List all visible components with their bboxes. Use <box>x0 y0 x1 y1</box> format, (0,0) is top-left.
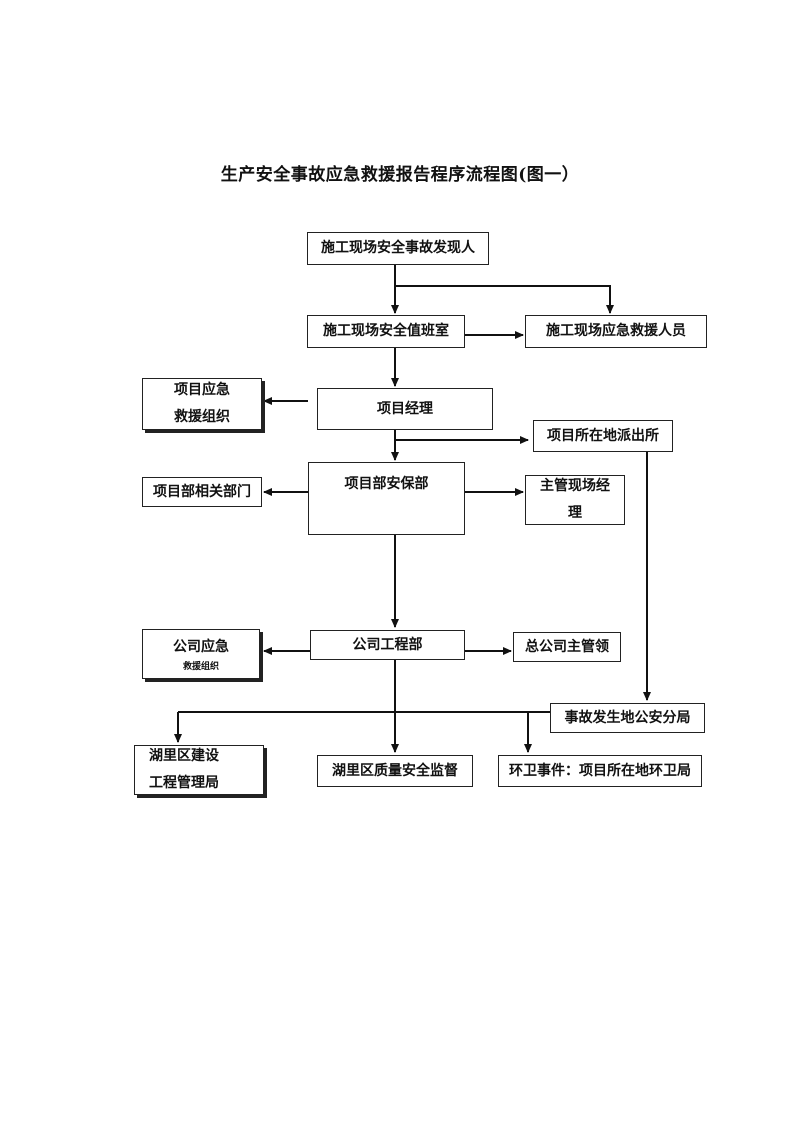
node-discoverer-label: 施工现场安全事故发现人 <box>321 240 475 257</box>
node-company-leader-label: 总公司主管领 <box>525 638 609 655</box>
node-police-station-label: 项目所在地派出所 <box>547 427 659 444</box>
node-police-station: 项目所在地派出所 <box>533 420 673 452</box>
node-company-rescue-org-line2: 救援组织 <box>182 662 219 673</box>
node-discoverer: 施工现场安全事故发现人 <box>307 232 489 265</box>
node-related-depts: 项目部相关部门 <box>142 477 262 507</box>
node-construction-bureau: 湖里区建设 工程管理局 <box>134 745 264 795</box>
chart-title: 生产安全事故应急救援报告程序流程图(图一） <box>220 165 580 185</box>
node-project-rescue-org-line2: 救援组织 <box>174 409 230 425</box>
node-engineering-dept-label: 公司工程部 <box>352 636 423 653</box>
node-company-rescue-org: 公司应急 救援组织 <box>142 629 260 679</box>
node-company-rescue-org-line1: 公司应急 <box>173 638 229 655</box>
node-related-depts-label: 项目部相关部门 <box>153 483 251 500</box>
node-duty-room: 施工现场安全值班室 <box>307 315 465 348</box>
node-site-manager: 主管现场经 理 <box>525 475 625 525</box>
node-project-rescue-org: 项目应急 救援组织 <box>142 378 262 430</box>
node-project-manager-label: 项目经理 <box>377 400 433 417</box>
node-engineering-dept: 公司工程部 <box>310 630 465 660</box>
node-public-security: 事故发生地公安分局 <box>550 703 705 733</box>
arrow-discoverer-to-site-rescue <box>395 285 614 314</box>
node-construction-bureau-line1: 湖里区建设 <box>149 748 219 765</box>
node-security-dept: 项目部安保部 <box>308 462 465 535</box>
node-sanitation-bureau-label: 环卫事件：项目所在地环卫局 <box>509 762 691 779</box>
node-site-manager-line1: 主管现场经 <box>540 478 610 495</box>
node-site-rescue-label: 施工现场应急救援人员 <box>546 323 686 340</box>
node-public-security-label: 事故发生地公安分局 <box>564 709 691 726</box>
node-quality-supervision-label: 湖里区质量安全监督 <box>332 762 458 779</box>
node-site-rescue: 施工现场应急救援人员 <box>525 315 707 348</box>
node-duty-room-label: 施工现场安全值班室 <box>323 323 449 340</box>
node-security-dept-label: 项目部安保部 <box>344 476 429 492</box>
node-project-manager: 项目经理 <box>317 388 493 430</box>
node-quality-supervision: 湖里区质量安全监督 <box>317 755 473 787</box>
node-project-rescue-org-line1: 项目应急 <box>174 382 230 399</box>
node-company-leader: 总公司主管领 <box>513 632 621 662</box>
node-construction-bureau-line2: 工程管理局 <box>149 775 219 791</box>
node-sanitation-bureau: 环卫事件：项目所在地环卫局 <box>498 755 702 787</box>
node-site-manager-line2: 理 <box>568 505 582 521</box>
